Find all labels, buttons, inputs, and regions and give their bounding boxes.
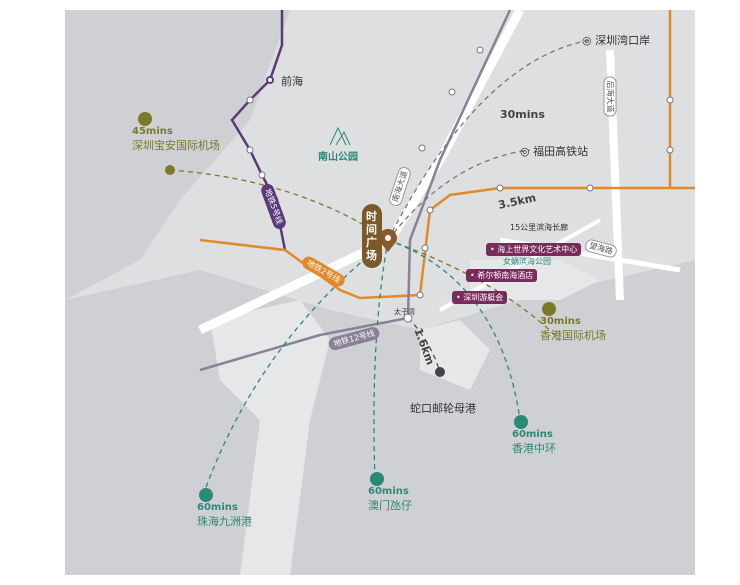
destination-time: 45mins [132,126,173,137]
car-icon [542,302,556,316]
mountain-icon [329,126,351,146]
center-label: 时间广场 [366,210,377,262]
route-shenzhen-bay [387,39,591,241]
poi-promenade: 15公里滨海长廊 [510,223,569,232]
destination-time: 60mins [197,502,238,513]
land-area [210,300,330,575]
place-qianhai: 前海 [281,75,303,88]
place-nanshan-park: 南山公园 [318,152,358,163]
distance-30mins: 30mins [500,108,545,121]
destination-time: 60mins [512,429,553,440]
destination-baoan: 45mins 深圳宝安国际机场 [132,112,220,153]
poi-cruise: 深圳游艇会 [452,291,508,304]
route-hk-airport [387,239,561,341]
place-shekou-port: 蛇口邮轮母港 [410,402,476,415]
port-dot [435,367,445,377]
destination-name: 珠海九洲港 [197,515,252,528]
place-taiziwan: 太子湾 [394,308,415,316]
destination-name: 深圳宝安国际机场 [132,139,220,152]
road-houhai: 后海大道 [603,76,617,117]
baoan-dot [165,165,175,175]
route-port [407,317,441,373]
poi-art-center: 海上世界文化艺术中心 [486,243,582,256]
shenzhen-bay-port-label: 深圳湾口岸 [595,34,651,47]
route-baoan [169,169,389,241]
futian-station-label: 福田高铁站 [533,145,589,158]
route-macau [373,239,389,481]
place-futian-station: ◎ 福田高铁站 [520,145,589,158]
route-zhuhai [204,239,389,491]
destination-central: 60mins 香港中环 [512,415,556,456]
destination-time: 60mins [368,486,409,497]
poi-park: 女娲滨海公园 [503,257,551,266]
poi-hilton: 希尔顿南海酒店 [466,269,538,282]
destination-hk-airport: 30mins 香港国际机场 [540,302,606,343]
destination-zhuhai: 60mins 珠海九洲港 [197,488,252,529]
destination-name: 香港中环 [512,442,556,455]
center-label-bg [362,204,382,268]
car-icon [138,112,152,126]
destination-name: 澳门氹仔 [368,499,412,512]
sea-area [65,10,290,300]
road [436,7,524,163]
destination-name: 香港国际机场 [540,329,606,342]
metro-line-12 [199,9,512,372]
destination-macau: 60mins 澳门氹仔 [368,472,412,513]
anchor-icon [199,488,213,502]
anchor-icon [370,472,384,486]
anchor-icon [514,415,528,429]
qianhai-station [266,76,274,84]
place-shenzhen-bay-port: ◎ 深圳湾口岸 [582,34,651,47]
route-futian [387,149,531,241]
destination-time: 30mins [540,316,581,327]
route-central [387,239,521,421]
